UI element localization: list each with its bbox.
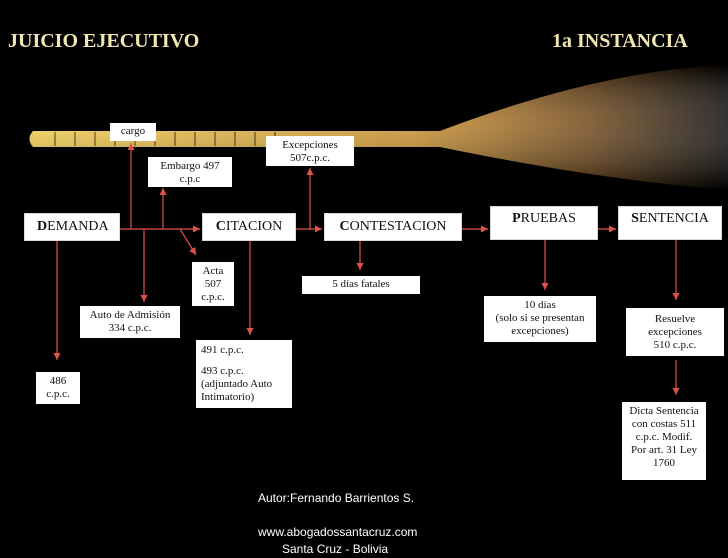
title-juicio-ejecutivo: JUICIO EJECUTIVO xyxy=(8,30,200,52)
note-10-dias: 10 días (solo si se presentan excepcione… xyxy=(484,296,596,342)
note-auto-admision-line: Auto de Admisión xyxy=(89,309,171,321)
note-dicta-line: Dicta Sentencia xyxy=(629,405,699,417)
footer: Autor:Fernando Barrientos S. www.abogado… xyxy=(258,490,458,558)
note-cargo: cargo xyxy=(110,123,156,141)
footer-website: www.abogadossantacruz.com xyxy=(258,525,418,539)
note-excepciones-line: 507c.p.c. xyxy=(289,152,330,164)
note-excepciones-line: Excepciones xyxy=(282,139,338,151)
note-dicta-line: Por art. 31 Ley xyxy=(631,444,697,456)
note-dicta-line: con costas 511 xyxy=(631,418,697,430)
note-5-dias-fatales: 5 días fatales xyxy=(302,276,420,294)
note-dicta-line: c.p.c. Modif. xyxy=(635,431,693,443)
note-dicta-sentencia: Dicta Sentencia con costas 511 c.p.c. Mo… xyxy=(622,402,706,480)
note-493-line: (adjuntado Auto xyxy=(201,378,273,390)
note-auto-admision: Auto de Admisión 334 c.p.c. xyxy=(80,306,180,338)
note-embargo: Embargo 497 c.p.c xyxy=(148,157,232,187)
arrow-to-acta xyxy=(179,228,197,256)
footer-author: Autor:Fernando Barrientos S. xyxy=(258,491,415,505)
note-embargo-line: c.p.c xyxy=(179,173,201,185)
note-excepciones: Excepciones 507c.p.c. xyxy=(266,136,354,166)
stage-sentencia-initial: S xyxy=(631,211,639,226)
note-dicta-line: 1760 xyxy=(653,457,675,469)
note-resuelve-line: 510 c.p.c. xyxy=(653,339,697,351)
note-493-line: 493 c.p.c. xyxy=(201,365,244,377)
stage-demanda-initial: D xyxy=(37,219,48,234)
note-auto-admision-line: 334 c.p.c. xyxy=(108,322,152,334)
note-10-dias-line: (solo si se presentan xyxy=(495,312,585,324)
note-491-line: 491 c.p.c. xyxy=(201,344,244,356)
note-resuelve: Resuelve excepciones 510 c.p.c. xyxy=(626,308,724,356)
title-instancia: 1a INSTANCIA xyxy=(552,30,688,52)
stage-demanda-label: EMANDA xyxy=(47,219,109,234)
note-486: 486 c.p.c. xyxy=(36,372,80,404)
note-491-493: 491 c.p.c. 493 c.p.c. (adjuntado Auto In… xyxy=(196,340,292,408)
stage-contestacion: CONTESTACION xyxy=(324,213,462,241)
stage-citacion: CITACION xyxy=(202,213,296,241)
stage-citacion-initial: C xyxy=(215,219,226,234)
stage-pruebas-initial: P xyxy=(512,211,521,226)
connector-arrows xyxy=(53,143,680,395)
stage-pruebas: PRUEBAS xyxy=(490,206,598,240)
note-embargo-line: Embargo 497 xyxy=(160,160,220,172)
note-resuelve-line: Resuelve xyxy=(654,313,696,325)
footer-location: Santa Cruz - Bolivia xyxy=(282,542,389,556)
note-10-dias-line: excepciones) xyxy=(511,325,569,337)
note-acta-line: 507 xyxy=(204,278,222,290)
stage-sentencia-label: ENTENCIA xyxy=(638,211,709,226)
note-acta: Acta 507 c.p.c. xyxy=(192,262,234,306)
note-486-line: c.p.c. xyxy=(46,388,70,400)
stage-contestacion-label: ONTESTACION xyxy=(349,219,447,234)
note-resuelve-line: excepciones xyxy=(648,326,702,338)
stage-demanda: DEMANDA xyxy=(24,213,120,241)
stage-contestacion-initial: C xyxy=(339,219,350,234)
note-acta-line: Acta xyxy=(202,265,224,277)
note-acta-line: c.p.c. xyxy=(201,291,225,303)
note-10-dias-line: 10 días xyxy=(524,299,556,311)
stage-citacion-label: ITACION xyxy=(225,219,283,234)
stage-sentencia: SENTENCIA xyxy=(618,206,722,240)
note-493-line: Intimatorio) xyxy=(201,391,255,403)
note-486-line: 486 xyxy=(49,375,67,387)
stage-pruebas-label: RUEBAS xyxy=(520,211,576,226)
